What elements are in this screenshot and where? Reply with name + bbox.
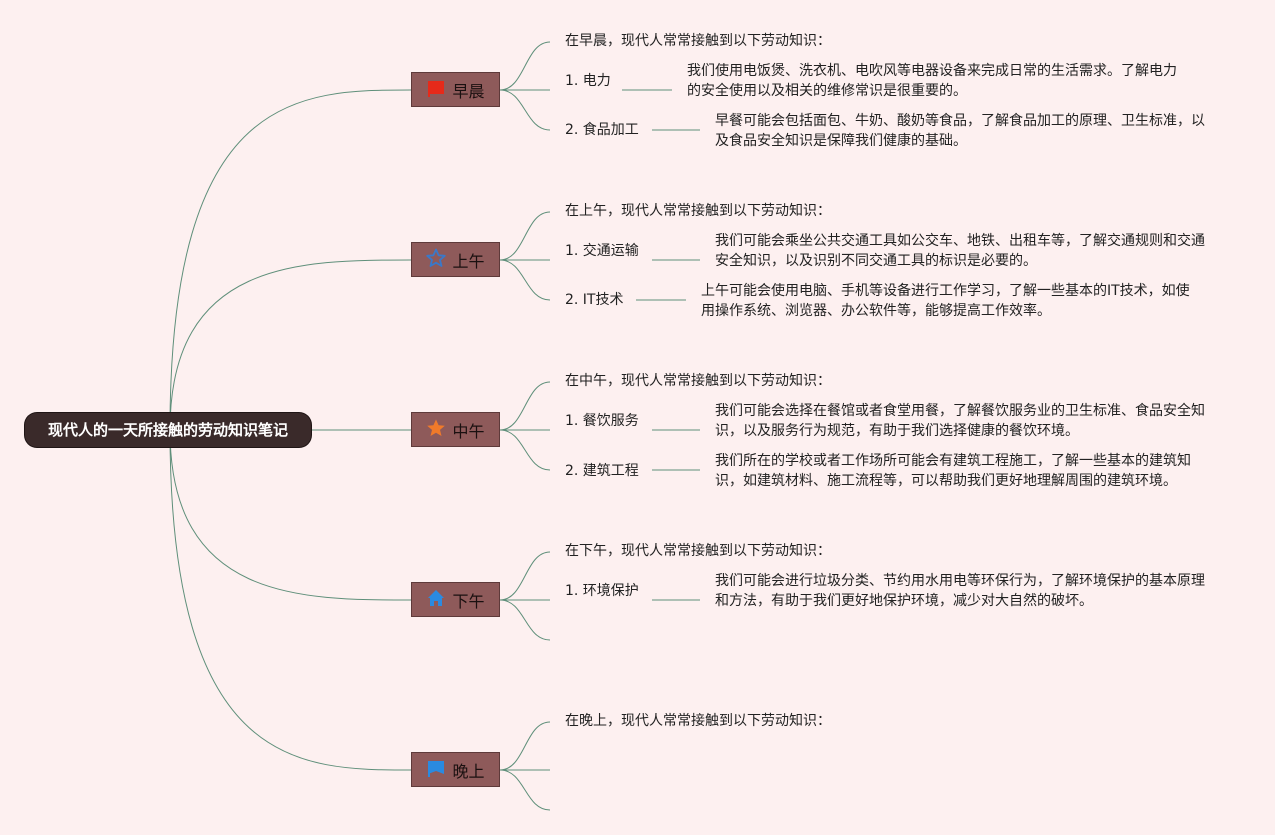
branch-forenoon[interactable]: 上午 bbox=[411, 242, 500, 277]
connector-line bbox=[499, 721, 551, 771]
red-flag-icon bbox=[426, 78, 446, 102]
connector-line bbox=[169, 429, 412, 771]
connector-line bbox=[169, 259, 412, 431]
intro-text: 在下午，现代人常常接触到以下劳动知识： bbox=[565, 543, 831, 559]
subtopic-description: 上午可能会使用电脑、手机等设备进行工作学习，了解一些基本的IT技术，如使用操作系… bbox=[701, 283, 1190, 319]
branch-evening[interactable]: 晚上 bbox=[411, 752, 500, 787]
subtopic-label[interactable]: 2. IT技术 bbox=[565, 292, 624, 308]
blue-home-icon bbox=[426, 588, 446, 612]
branch-label: 下午 bbox=[452, 591, 485, 611]
connector-line bbox=[499, 211, 551, 261]
connector-line bbox=[169, 429, 412, 601]
connector-line bbox=[499, 599, 551, 641]
intro-text: 在上午，现代人常常接触到以下劳动知识： bbox=[565, 203, 831, 219]
subtopic-label[interactable]: 2. 食品加工 bbox=[565, 122, 639, 138]
branch-label: 中午 bbox=[452, 421, 485, 441]
branch-afternoon[interactable]: 下午 bbox=[411, 582, 500, 617]
connector-line bbox=[499, 259, 551, 301]
connector-line bbox=[499, 381, 551, 431]
subtopic-label[interactable]: 1. 餐饮服务 bbox=[565, 413, 639, 429]
branch-label: 晚上 bbox=[452, 761, 485, 781]
subtopic-description: 我们可能会乘坐公共交通工具如公交车、地铁、出租车等，了解交通规则和交通安全知识，… bbox=[715, 233, 1205, 269]
connector-line bbox=[499, 41, 551, 91]
branch-morning[interactable]: 早晨 bbox=[411, 72, 500, 107]
subtopic-description: 我们所在的学校或者工作场所可能会有建筑工程施工，了解一些基本的建筑知识，如建筑材… bbox=[715, 453, 1191, 489]
star-outline-icon bbox=[426, 248, 447, 272]
root-topic[interactable]: 现代人的一天所接触的劳动知识笔记 bbox=[25, 413, 311, 447]
orange-star-icon bbox=[426, 418, 446, 442]
intro-text: 在晚上，现代人常常接触到以下劳动知识： bbox=[565, 713, 831, 729]
subtopic-label[interactable]: 1. 电力 bbox=[565, 73, 611, 89]
connector-line bbox=[499, 429, 551, 471]
subtopic-description: 我们可能会进行垃圾分类、节约用水用电等环保行为，了解环境保护的基本原理和方法，有… bbox=[715, 573, 1205, 609]
connector-line bbox=[499, 551, 551, 601]
subtopic-label[interactable]: 1. 环境保护 bbox=[565, 583, 639, 599]
subtopic-description: 我们可能会选择在餐馆或者食堂用餐，了解餐饮服务业的卫生标准、食品安全知识，以及服… bbox=[715, 403, 1205, 439]
connector-line bbox=[499, 769, 551, 811]
subtopic-label[interactable]: 1. 交通运输 bbox=[565, 243, 639, 259]
subtopic-label[interactable]: 2. 建筑工程 bbox=[565, 463, 639, 479]
blue-flag-icon bbox=[426, 758, 446, 782]
branch-noon[interactable]: 中午 bbox=[411, 412, 500, 447]
subtopic-description: 我们使用电饭煲、洗衣机、电吹风等电器设备来完成日常的生活需求。了解电力的安全使用… bbox=[687, 63, 1177, 99]
subtopic-description: 早餐可能会包括面包、牛奶、酸奶等食品，了解食品加工的原理、卫生标准，以及食品安全… bbox=[715, 113, 1205, 149]
branch-label: 早晨 bbox=[452, 81, 485, 101]
intro-text: 在中午，现代人常常接触到以下劳动知识： bbox=[565, 373, 831, 389]
branch-label: 上午 bbox=[452, 251, 485, 271]
intro-text: 在早晨，现代人常常接触到以下劳动知识： bbox=[565, 33, 831, 49]
connector-line bbox=[169, 89, 412, 431]
connector-line bbox=[499, 89, 551, 131]
